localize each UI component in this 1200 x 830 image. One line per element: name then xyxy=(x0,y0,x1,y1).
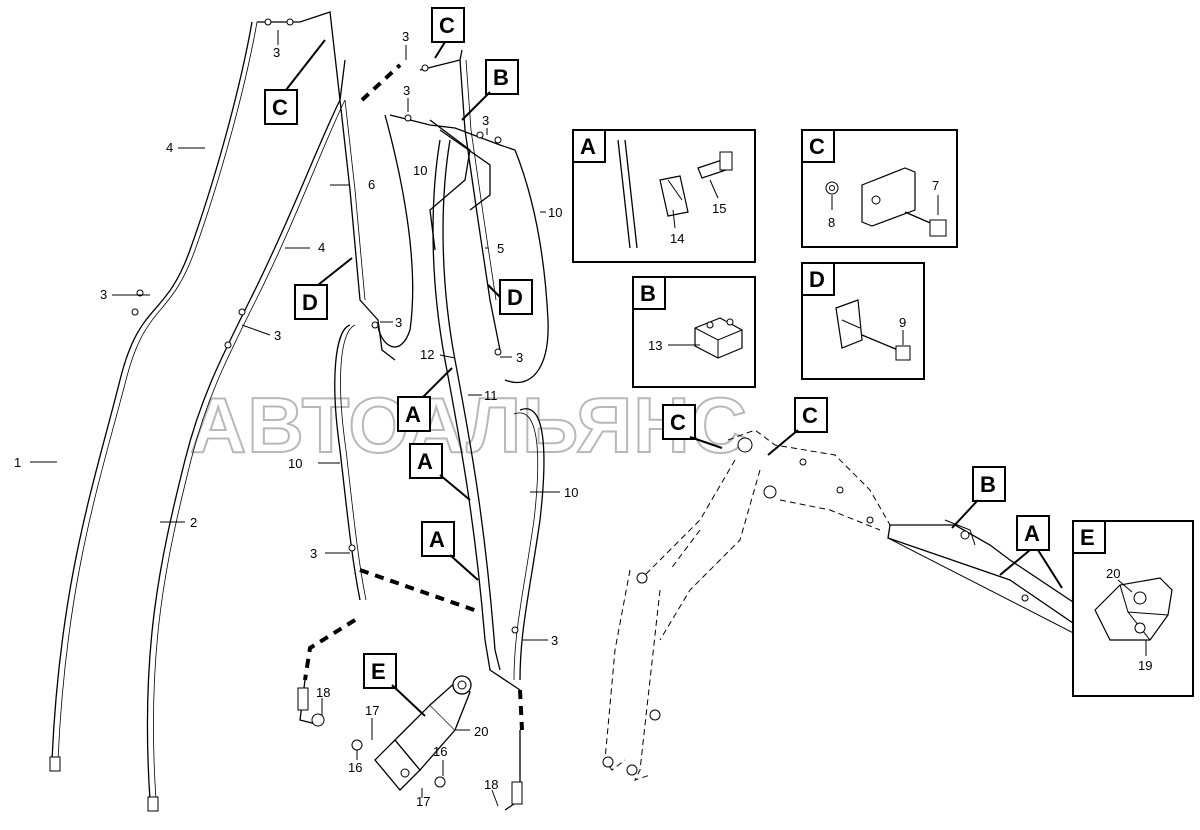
boom-assembly xyxy=(602,429,1141,781)
svg-text:12: 12 xyxy=(420,347,434,362)
svg-text:16: 16 xyxy=(433,744,447,759)
leader-lines xyxy=(30,30,560,807)
callout-a-2: A xyxy=(409,443,471,501)
svg-text:19: 19 xyxy=(1138,658,1152,673)
svg-text:D: D xyxy=(302,290,318,315)
inset-b: B 13 xyxy=(632,276,756,388)
svg-text:10: 10 xyxy=(288,456,302,471)
callout-a-1: A xyxy=(397,367,453,432)
hose-2 xyxy=(146,99,341,801)
svg-text:16: 16 xyxy=(348,760,362,775)
callout-d-left: D xyxy=(294,257,353,320)
svg-text:10: 10 xyxy=(548,205,562,220)
svg-text:3: 3 xyxy=(273,45,280,60)
svg-text:1: 1 xyxy=(14,455,21,470)
svg-text:C: C xyxy=(809,134,825,159)
hose-11 xyxy=(442,139,496,651)
svg-text:3: 3 xyxy=(310,546,317,561)
svg-text:20: 20 xyxy=(474,724,488,739)
svg-text:15: 15 xyxy=(712,201,726,216)
inset-d: D 9 xyxy=(801,262,925,380)
callout-e-cylinder: E xyxy=(363,653,426,717)
svg-text:3: 3 xyxy=(403,83,410,98)
svg-text:8: 8 xyxy=(828,215,835,230)
callout-c-top-left: C xyxy=(264,39,326,125)
inset-a: A 14 15 xyxy=(572,129,756,263)
svg-text:4: 4 xyxy=(318,240,325,255)
svg-text:3: 3 xyxy=(402,29,409,44)
svg-text:B: B xyxy=(980,472,996,497)
part-numbers: 3 3 3 3 3 3 3 3 3 3 4 4 1 2 6 5 10 10 10… xyxy=(14,29,578,809)
svg-text:17: 17 xyxy=(365,703,379,718)
svg-text:A: A xyxy=(580,134,596,159)
svg-text:3: 3 xyxy=(482,113,489,128)
svg-text:3: 3 xyxy=(274,328,281,343)
svg-text:20: 20 xyxy=(1106,566,1120,581)
svg-text:C: C xyxy=(802,403,818,428)
svg-text:17: 17 xyxy=(416,794,430,809)
svg-text:3: 3 xyxy=(395,315,402,330)
callout-a-3: A xyxy=(421,521,479,581)
callout-d-right: D xyxy=(487,279,533,315)
callout-b-arm: B xyxy=(951,466,1006,529)
svg-text:C: C xyxy=(670,410,686,435)
svg-text:10: 10 xyxy=(564,485,578,500)
svg-text:A: A xyxy=(417,449,433,474)
svg-text:6: 6 xyxy=(368,177,375,192)
svg-text:B: B xyxy=(640,281,656,306)
callout-c-boom-right: C xyxy=(767,397,828,456)
hose-10-right xyxy=(504,149,549,384)
svg-text:E: E xyxy=(1080,525,1095,550)
hose-12 xyxy=(432,139,486,641)
svg-text:A: A xyxy=(429,527,445,552)
svg-text:3: 3 xyxy=(100,287,107,302)
inset-c: C 7 8 xyxy=(801,129,958,248)
svg-text:A: A xyxy=(405,402,421,427)
svg-text:9: 9 xyxy=(899,315,906,330)
svg-text:14: 14 xyxy=(670,231,684,246)
svg-text:B: B xyxy=(493,65,509,90)
svg-text:D: D xyxy=(809,267,825,292)
hose-assembly xyxy=(49,11,549,812)
hose-10-left xyxy=(377,114,414,348)
hose-5 xyxy=(459,59,501,351)
svg-text:4: 4 xyxy=(166,140,173,155)
svg-text:5: 5 xyxy=(497,241,504,256)
callout-c-top-mid: C xyxy=(431,7,465,59)
hose-6 xyxy=(339,99,396,361)
svg-text:7: 7 xyxy=(932,178,939,193)
svg-text:11: 11 xyxy=(484,388,498,403)
svg-text:18: 18 xyxy=(316,685,330,700)
callout-b-top: B xyxy=(461,59,519,121)
hose-1 xyxy=(51,21,253,761)
svg-text:10: 10 xyxy=(413,163,427,178)
inset-e: E 20 19 xyxy=(1072,520,1194,697)
svg-text:3: 3 xyxy=(516,350,523,365)
svg-text:3: 3 xyxy=(551,633,558,648)
svg-text:C: C xyxy=(272,95,288,120)
svg-text:C: C xyxy=(439,13,455,38)
svg-text:13: 13 xyxy=(648,338,662,353)
hydraulic-cylinder xyxy=(374,675,472,791)
svg-text:D: D xyxy=(507,285,523,310)
svg-text:18: 18 xyxy=(484,777,498,792)
svg-text:A: A xyxy=(1024,521,1040,546)
svg-text:2: 2 xyxy=(190,515,197,530)
svg-text:E: E xyxy=(371,659,386,684)
callout-c-boom-left: C xyxy=(662,404,723,449)
callout-a-arm: A xyxy=(999,515,1063,589)
